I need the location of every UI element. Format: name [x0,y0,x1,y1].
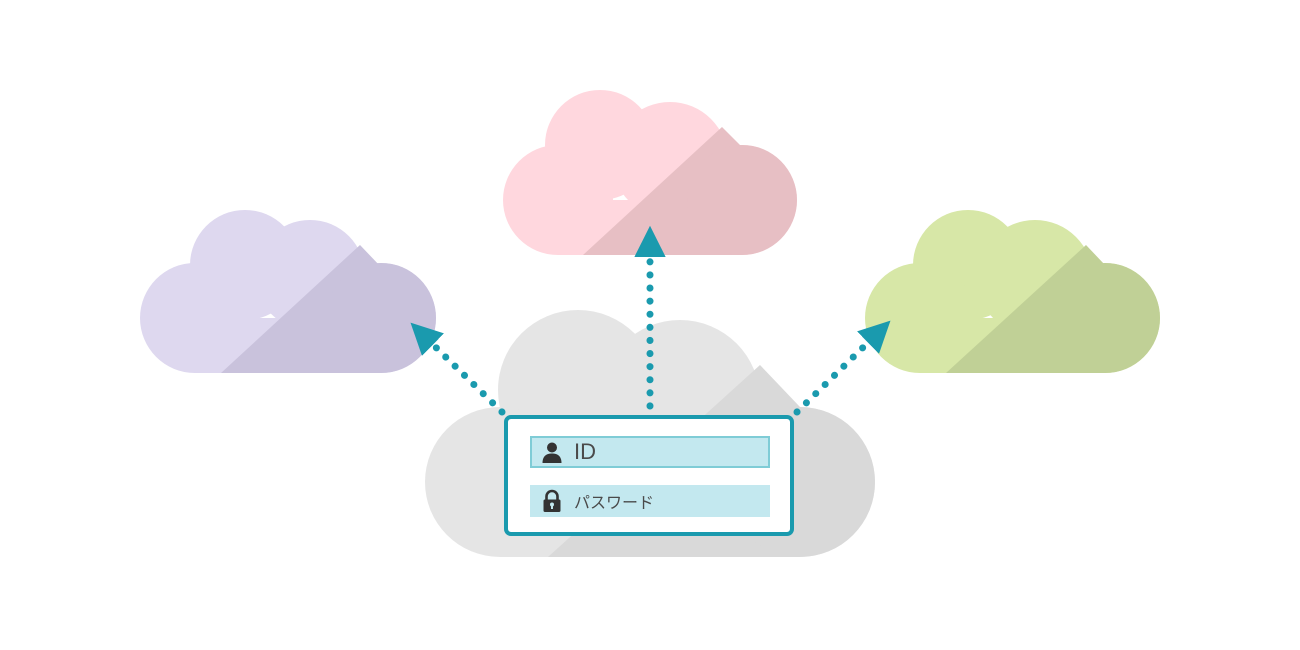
purple-cloud [140,210,436,373]
login-card: ID パスワード [504,415,794,536]
arrow-to-green-cloud [793,320,891,416]
lock-icon [543,489,561,512]
id-label: ID [574,439,596,464]
user-icon [542,442,562,463]
arrow-to-purple-cloud [410,322,506,416]
password-label: パスワード [574,493,655,512]
pink-cloud [503,90,797,255]
password-field[interactable]: パスワード [530,485,770,517]
green-cloud [865,210,1160,373]
id-field[interactable]: ID [530,436,770,468]
